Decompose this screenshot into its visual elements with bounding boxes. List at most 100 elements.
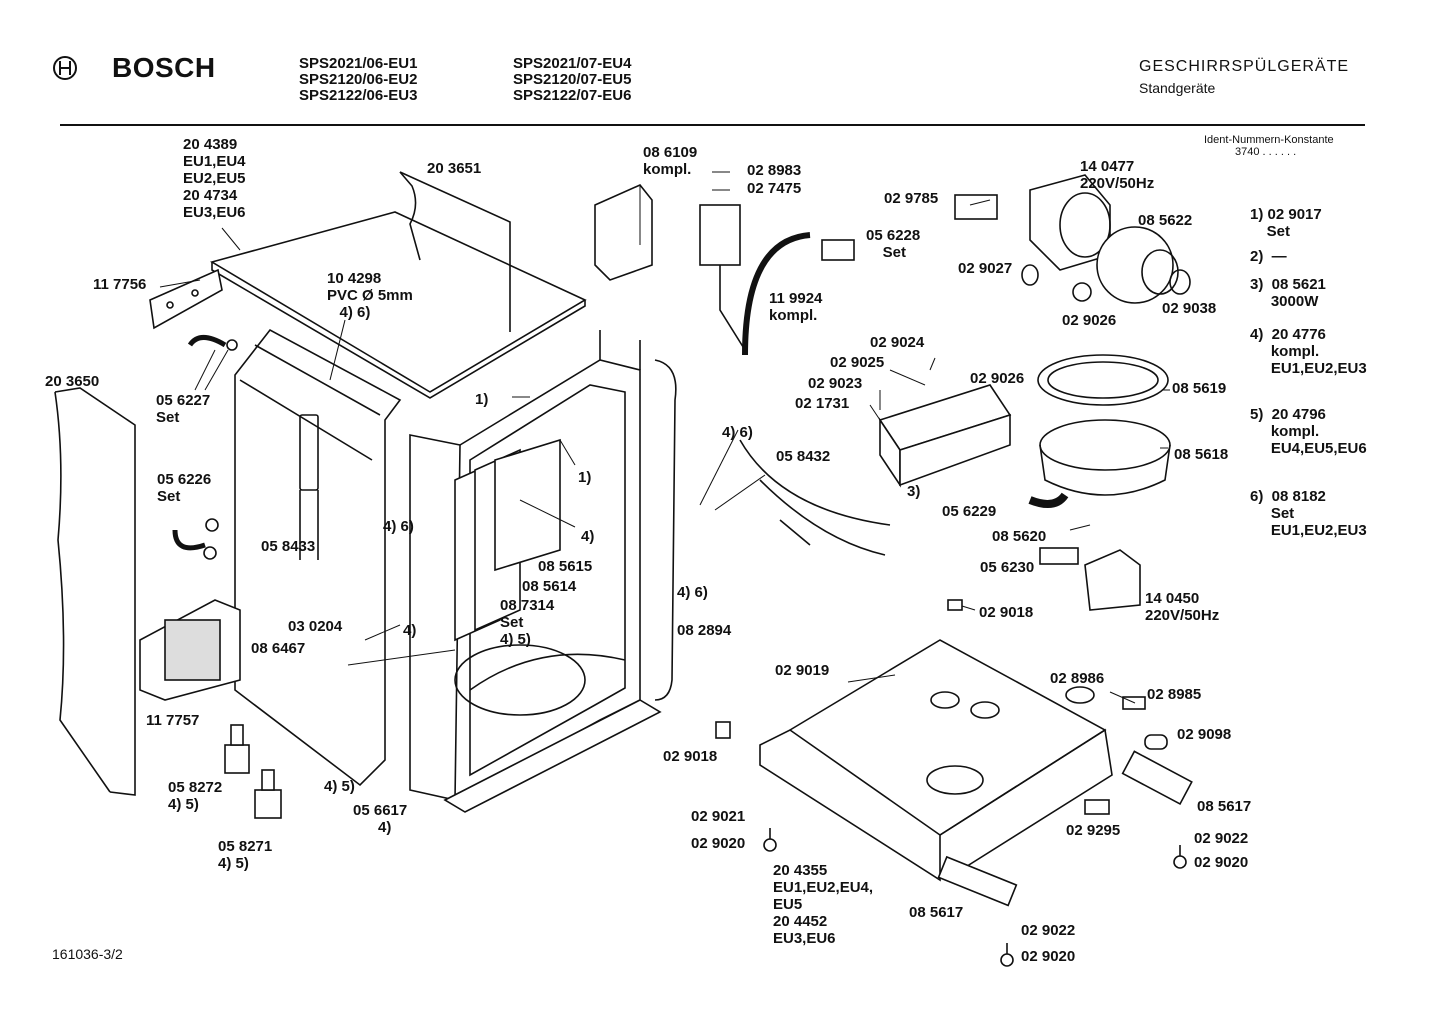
clip-029018-top [947, 599, 963, 611]
part-label: 08 5614 [522, 578, 577, 595]
block-029295 [1084, 799, 1110, 815]
water-inlet-valve [594, 184, 746, 351]
screw-icon [1000, 943, 1014, 967]
part-label: 02 1731 [795, 395, 850, 412]
side-panel [54, 387, 136, 796]
part-label: 05 8432 [776, 448, 831, 465]
part-label: 02 9019 [775, 662, 830, 679]
footnote-1: 1) 02 9017 Set [1250, 206, 1322, 240]
part-label: 08 5617 [1197, 798, 1252, 815]
ident-value: 3740 . . . . . . [1235, 146, 1297, 158]
part-label: 20 4389 EU1,EU4 EU2,EU5 20 4734 EU3,EU6 [183, 136, 246, 221]
part-label: 02 9020 [1021, 948, 1076, 965]
leader-lines [159, 171, 1170, 704]
cable-harness [739, 439, 891, 556]
part-label: 02 9020 [1194, 854, 1249, 871]
part-label: 02 9785 [884, 190, 939, 207]
capacitor-029098 [1144, 734, 1168, 750]
o-ring-029026 [1072, 282, 1092, 302]
connector-056228 [821, 239, 855, 261]
part-label: 02 9024 [870, 334, 925, 351]
foot-085617-bottom [937, 855, 1018, 907]
kick-plate [443, 699, 662, 813]
model-list-07: SPS2021/07-EU4 SPS2120/07-EU5 SPS2122/07… [513, 55, 632, 104]
part-label: 02 9027 [958, 260, 1013, 277]
cap-028986 [1065, 686, 1095, 704]
part-label: 05 6617 4) [353, 802, 408, 836]
part-label: 02 9020 [691, 835, 746, 852]
part-label: 03 0204 [288, 618, 343, 635]
base-tray [759, 639, 1113, 882]
part-label: 02 9295 [1066, 822, 1121, 839]
part-label: 05 6228 Set [866, 227, 921, 261]
part-label: 08 5615 [538, 558, 593, 575]
part-label: 11 7756 [93, 276, 147, 293]
part-label: 08 5619 [1172, 380, 1227, 397]
footnote-3: 3) 08 5621 3000W [1250, 276, 1326, 310]
switch-058272 [224, 724, 250, 774]
part-label: 02 9025 [830, 354, 885, 371]
part-label: 20 3650 [45, 373, 100, 390]
transformer-117757 [139, 599, 241, 701]
brand-name: BOSCH [112, 52, 216, 83]
tub-front-frame [409, 330, 641, 801]
hose-056226 [172, 529, 206, 551]
part-label: 02 7475 [747, 180, 802, 197]
part-label: 02 9026 [1062, 312, 1117, 329]
part-label: 4) 5) [324, 778, 355, 795]
part-label: 1) [475, 391, 489, 408]
footnote-6: 6) 08 8182 Set EU1,EU2,EU3 [1250, 488, 1367, 539]
part-label: 05 8272 4) 5) [168, 779, 223, 813]
header-divider [60, 124, 1365, 126]
model-list-06: SPS2021/06-EU1 SPS2120/06-EU2 SPS2122/06… [299, 55, 418, 104]
footnote-4: 4) 20 4776 kompl. EU1,EU2,EU3 [1250, 326, 1367, 377]
clamp-icon [203, 546, 217, 560]
document-subtitle: Standgeräte [1139, 80, 1216, 96]
part-label: 1) [578, 469, 592, 486]
part-label: 02 8985 [1147, 686, 1202, 703]
part-label: 14 0477 220V/50Hz [1080, 158, 1155, 192]
part-label: 02 9023 [808, 375, 863, 392]
bosch-logo-icon [53, 56, 77, 80]
top-cover-plate [209, 211, 587, 399]
part-label: 20 3651 [427, 160, 482, 177]
clamp-icon [226, 339, 238, 351]
drawing-number: 161036-3/2 [52, 946, 123, 962]
part-label: 4) [403, 622, 417, 639]
part-label: 4) 6) [383, 518, 414, 535]
part-label: 02 9018 [979, 604, 1034, 621]
part-label: 10 4298 PVC Ø 5mm 4) 6) [327, 270, 413, 321]
drain-pump [1039, 547, 1141, 611]
ident-title: Ident-Nummern-Konstante [1204, 134, 1334, 146]
part-label: 02 9018 [663, 748, 718, 765]
part-label: 02 9022 [1021, 922, 1076, 939]
part-label: 3) [907, 483, 921, 500]
bracket-117756 [149, 268, 223, 330]
part-label: 05 6226 Set [157, 471, 212, 505]
cap-029027 [1021, 264, 1039, 286]
sump-assembly [1037, 354, 1171, 496]
clip-029018 [715, 721, 731, 739]
hose-056229 [1028, 492, 1069, 508]
part-label: 05 8433 [261, 538, 316, 555]
part-label: 11 9924 kompl. [769, 290, 823, 324]
hose-056227 [187, 335, 227, 348]
door-seal [654, 359, 677, 701]
rear-panel [399, 171, 511, 332]
part-label: 02 9098 [1177, 726, 1232, 743]
part-label: 08 6109 kompl. [643, 144, 698, 178]
housing-left-wall [234, 328, 402, 787]
part-label: 08 2894 [677, 622, 732, 639]
part-label: 20 4355 EU1,EU2,EU4, EU5 20 4452 EU3,EU6 [773, 862, 874, 947]
switch-058271 [254, 769, 282, 819]
clamp-icon [205, 518, 219, 532]
document-title: GESCHIRRSPÜLGERÄTE [1139, 58, 1350, 75]
part-label: 05 6229 [942, 503, 997, 520]
part-label: 02 9038 [1162, 300, 1217, 317]
part-label: 11 7757 [146, 712, 200, 729]
part-label: 05 8271 4) 5) [218, 838, 273, 872]
part-label: 08 5618 [1174, 446, 1229, 463]
part-label: 08 5617 [909, 904, 964, 921]
pump-housing [1096, 226, 1191, 304]
